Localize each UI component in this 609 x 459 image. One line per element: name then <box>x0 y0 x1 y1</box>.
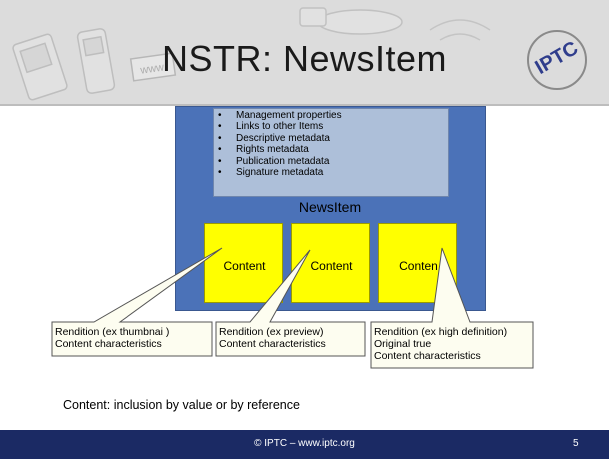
rendition-high-definition-text: Rendition (ex high definition) Original … <box>374 326 507 362</box>
metadata-item: Management properties <box>218 110 448 122</box>
content-label: Content <box>223 259 266 273</box>
rendition-line: Rendition (ex preview) <box>219 326 324 338</box>
rendition-line: Content characteristics <box>55 338 162 350</box>
footer-copyright: © IPTC – www.iptc.org <box>254 438 355 449</box>
camera-sketch-icon <box>299 7 403 35</box>
satellite-sketch-icon <box>429 19 491 41</box>
rendition-line: Rendition (ex high definition) <box>374 326 508 338</box>
content-label: Conten <box>399 259 438 273</box>
rendition-line: Content characteristics <box>219 338 326 350</box>
callout-preview <box>215 249 366 357</box>
content-label: Content <box>310 259 353 273</box>
header-banner: www NSTR: NewsItem IPTC <box>0 0 609 106</box>
page-title: NSTR: NewsItem <box>161 38 448 79</box>
newsitem-label: NewsItem <box>298 199 362 215</box>
footer-bar: © IPTC – www.iptc.org 5 <box>0 430 609 459</box>
content-box-1: Content <box>204 223 283 303</box>
phone-sketch-icon <box>76 28 116 94</box>
content-box-2: Content <box>291 223 370 303</box>
metadata-item: Signature metadata <box>218 167 448 179</box>
iptc-logo-icon: IPTC <box>527 30 587 90</box>
metadata-box: Management properties Links to other Ite… <box>213 108 449 197</box>
sign-text: www <box>139 62 165 77</box>
callout-high-definition <box>370 247 534 369</box>
metadata-item: Descriptive metadata <box>218 133 448 145</box>
rendition-line: Rendition (ex thumbnai ) <box>55 326 170 338</box>
rendition-line: Original true <box>374 338 432 350</box>
sign-sketch-icon: www <box>129 52 177 82</box>
rendition-line: Content characteristics <box>374 350 481 362</box>
metadata-list: Management properties Links to other Ite… <box>214 109 448 179</box>
pda-sketch-icon <box>12 33 68 101</box>
metadata-item: Publication metadata <box>218 156 448 168</box>
metadata-item: Links to other Items <box>218 121 448 133</box>
metadata-item: Rights metadata <box>218 144 448 156</box>
page-number: 5 <box>573 438 579 449</box>
callout-thumbnail <box>51 247 223 357</box>
rendition-preview-text: Rendition (ex preview) Content character… <box>219 326 326 350</box>
rendition-thumbnail-text: Rendition (ex thumbnai ) Content charact… <box>55 326 169 350</box>
header-decoration: www <box>12 7 491 101</box>
bottom-note: Content: inclusion by value or by refere… <box>63 398 300 412</box>
